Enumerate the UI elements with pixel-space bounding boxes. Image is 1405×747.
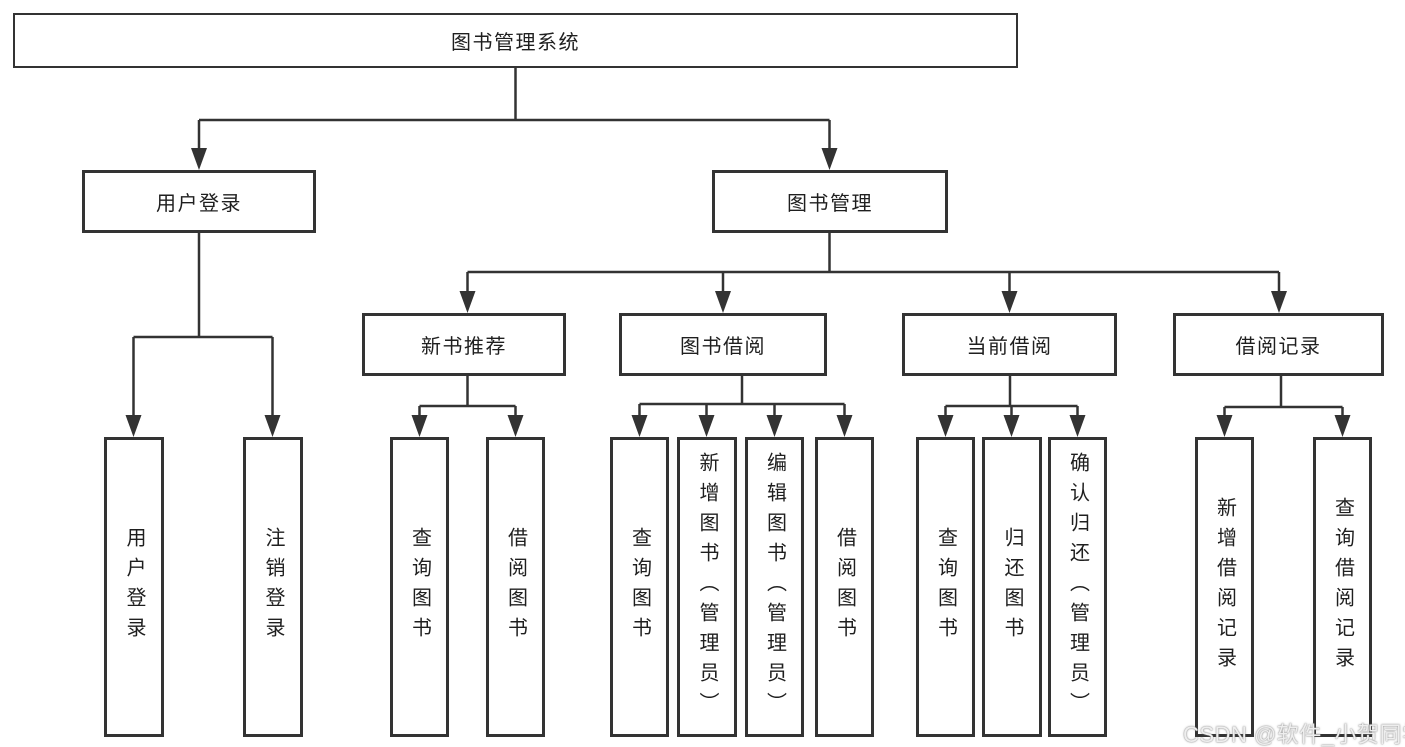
node-borrow-books-1: 借阅图书: [486, 437, 545, 737]
node-query-borrow-record: 查询借阅记录: [1313, 437, 1372, 737]
node-book-management-module: 图书管理: [712, 170, 948, 233]
node-label: 图书管理: [787, 193, 873, 215]
node-add-borrow-record: 新增借阅记录: [1195, 437, 1254, 737]
node-new-book-recommendation: 新书推荐: [362, 313, 566, 376]
node-label: 查询图书: [408, 527, 431, 647]
node-confirm-return-admin: 确认归还（管理员）: [1048, 437, 1107, 737]
node-label: 新书推荐: [421, 336, 507, 358]
node-user-login-module: 用户登录: [82, 170, 316, 233]
node-edit-books-admin: 编辑图书（管理员）: [745, 437, 804, 737]
node-current-borrowing: 当前借阅: [902, 313, 1117, 376]
node-query-books-2: 查询图书: [610, 437, 669, 737]
node-label: 归还图书: [1001, 527, 1023, 647]
node-user-login: 用户登录: [104, 437, 164, 737]
node-label: 新增借阅记录: [1213, 497, 1236, 677]
node-borrow-books-2: 借阅图书: [815, 437, 874, 737]
node-label: 确认归还（管理员）: [1066, 452, 1089, 722]
node-label: 借阅图书: [833, 527, 856, 647]
node-book-borrowing: 图书借阅: [619, 313, 827, 376]
node-return-books: 归还图书: [982, 437, 1042, 737]
node-logout: 注销登录: [243, 437, 303, 737]
node-label: 借阅图书: [504, 527, 527, 647]
node-label: 当前借阅: [966, 336, 1053, 358]
node-borrowing-records: 借阅记录: [1173, 313, 1384, 376]
node-label: 查询图书: [934, 527, 957, 647]
node-add-books-admin: 新增图书（管理员）: [677, 437, 737, 737]
node-label: 查询图书: [628, 527, 651, 647]
node-label: 查询借阅记录: [1331, 497, 1354, 677]
node-label: 借阅记录: [1235, 336, 1322, 358]
node-label: 图书借阅: [680, 336, 766, 358]
node-label: 用户登录: [123, 527, 145, 647]
csdn-watermark: CSDN @软件_小贺同学: [1183, 722, 1405, 747]
node-label: 图书管理系统: [451, 32, 580, 54]
node-query-books-1: 查询图书: [390, 437, 449, 737]
node-label: 编辑图书（管理员）: [763, 452, 786, 722]
node-label: 用户登录: [156, 193, 242, 215]
node-label: 注销登录: [262, 527, 284, 647]
node-query-books-3: 查询图书: [916, 437, 975, 737]
node-label: 新增图书（管理员）: [696, 452, 718, 722]
node-library-management-system: 图书管理系统: [13, 13, 1018, 68]
